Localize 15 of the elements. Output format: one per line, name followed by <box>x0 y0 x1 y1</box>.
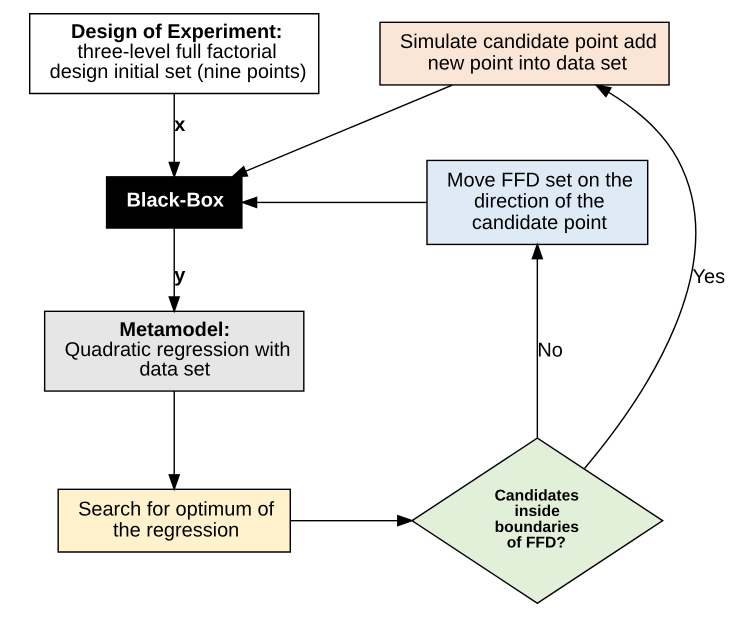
arrow <box>168 391 180 492</box>
arrow <box>240 196 426 208</box>
node-diamond: Candidates inside boundaries of FFD? <box>410 437 664 604</box>
arrow <box>290 514 414 527</box>
arrow <box>230 84 452 178</box>
arrow <box>584 84 696 469</box>
node-box: Design of Experiment: three-level full factorial design initial set (nine points) <box>28 13 319 94</box>
edge-label: Yes <box>692 266 725 288</box>
node-box: Metamodel: Quadratic regression with data set <box>43 310 304 392</box>
node-box: Search for optimum of the regression <box>56 488 290 553</box>
node-box: Black-Box <box>105 176 242 229</box>
edge-label: No <box>536 339 562 362</box>
node-box: Simulate candidate point add new point into data set <box>378 22 670 86</box>
arrow <box>530 242 543 438</box>
node-box: Move FFD set on the direction of the candidate point <box>426 160 648 246</box>
